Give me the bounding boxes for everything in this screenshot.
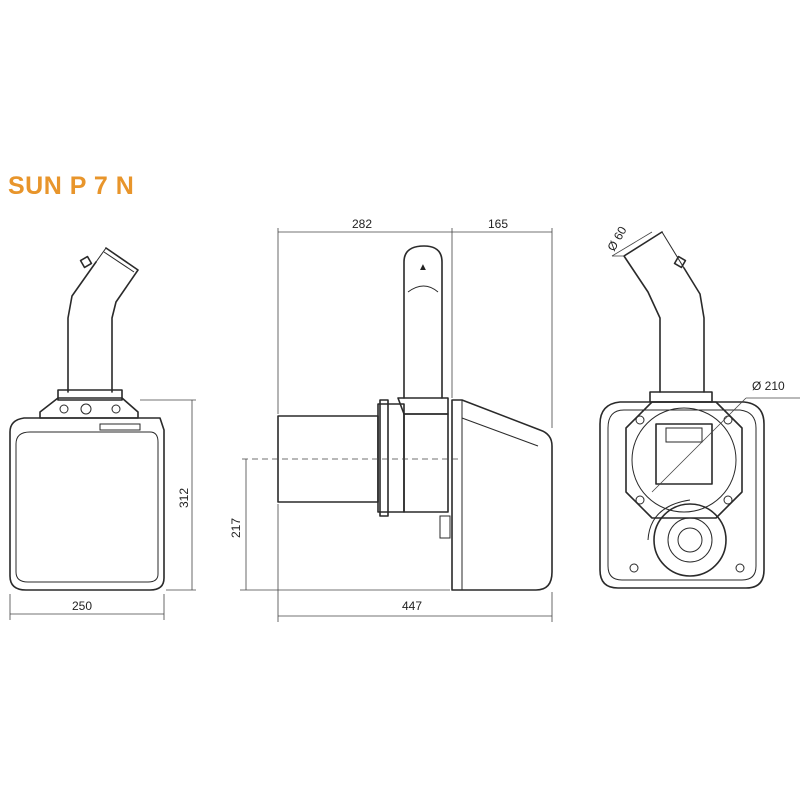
front-body [9,417,165,591]
dim-length-top-left: 282 [352,217,372,231]
dim-height-front: 312 [177,488,191,508]
rear-flange [625,401,743,519]
dim-axis-height: 217 [229,518,243,538]
front-pipe [67,247,139,393]
side-view: ▲ 282 165 447 217 [229,217,553,622]
rear-view: Ø 60 Ø 210 [599,224,800,589]
rear-pipe [623,231,705,393]
product-title: SUN P 7 N [8,172,135,200]
dim-width-front: 250 [72,599,92,613]
dim-flange-diameter: Ø 210 [752,379,785,393]
dim-pipe-diameter: Ø 60 [604,224,629,254]
front-view: 250 312 [9,247,196,620]
side-housing [451,399,553,591]
rear-fan [653,503,727,577]
side-pipe [403,245,443,399]
dim-length-top-right: 165 [488,217,508,231]
rear-body [599,401,765,589]
svg-text:▲: ▲ [418,262,428,273]
dim-total-length: 447 [402,599,422,613]
